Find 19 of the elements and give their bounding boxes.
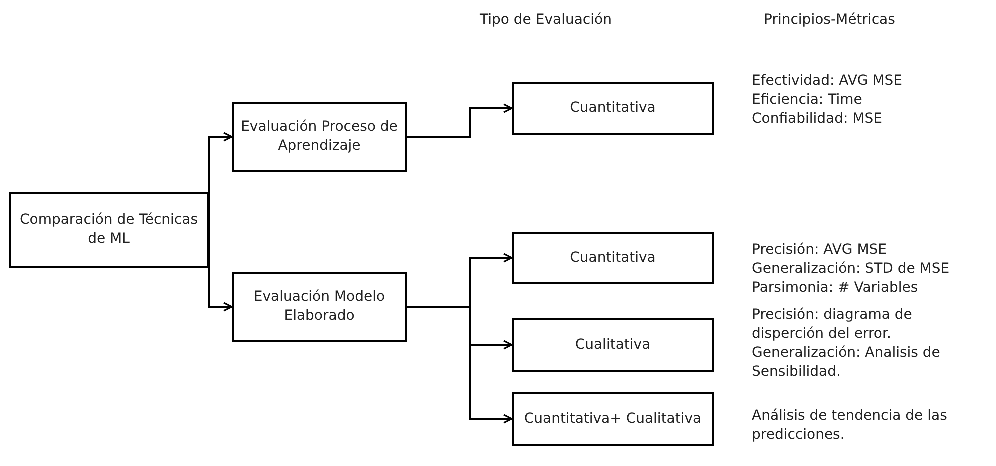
process-box: Cuantitativa+ Cualitativa <box>512 392 714 446</box>
process-box: Comparación de Técnicas de ML <box>9 192 209 268</box>
metric-note: Precisión: AVG MSE <box>752 241 888 260</box>
process-box: Evaluación Proceso de Aprendizaje <box>232 102 407 172</box>
column-heading: Tipo de Evaluación <box>480 12 612 28</box>
metric-note: Parsimonia: # Variables <box>752 279 920 298</box>
metric-note: Generalización: STD de MSE <box>752 260 951 279</box>
connector-arrow <box>407 104 513 138</box>
process-box: Evaluación Modelo Elaborado <box>232 272 407 342</box>
process-box: Cuantitativa <box>512 82 714 135</box>
metric-note: Precisión: diagrama de disperción del error. <box>752 306 914 344</box>
column-heading: Principios-Métricas <box>764 12 896 28</box>
metric-note: Eficiencia: Time <box>752 91 864 110</box>
process-box: Cualitativa <box>512 318 714 372</box>
metric-note: Confiabilidad: MSE <box>752 110 884 129</box>
metric-note: Efectividad: AVG MSE <box>752 72 904 91</box>
metric-note: Análisis de tendencia de las predicciones. <box>752 407 948 445</box>
metric-note: Generalización: Analisis de Sensibilidad. <box>752 344 942 382</box>
process-box: Cuantitativa <box>512 232 714 284</box>
